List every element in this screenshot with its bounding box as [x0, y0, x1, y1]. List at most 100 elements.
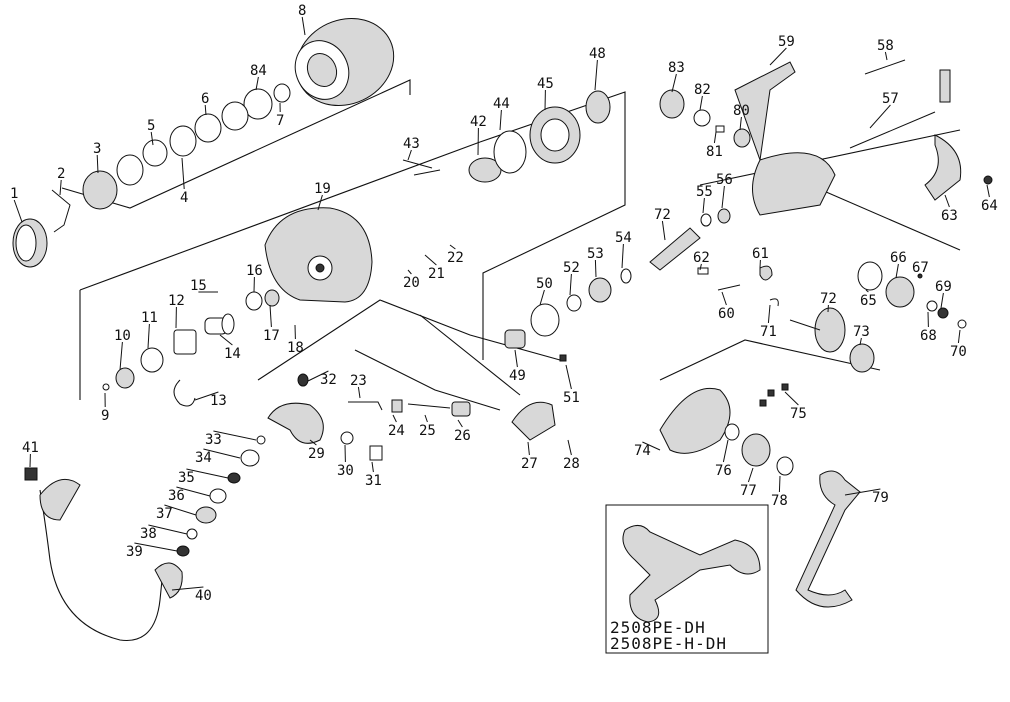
- leader-line-p21: [424, 254, 437, 266]
- part-number-label-p61: 61: [752, 246, 769, 262]
- leader-line-p13: [194, 391, 219, 401]
- part-66: [885, 276, 915, 308]
- part-number-label-p4: 4: [180, 190, 188, 206]
- part-49: [504, 329, 526, 349]
- part-number-label-p51: 51: [563, 390, 580, 406]
- leader-line-p48: [594, 59, 598, 91]
- leader-line-p8: [301, 16, 306, 36]
- leader-line-p60: [721, 291, 727, 306]
- leader-line-p79: [844, 488, 881, 496]
- inset-model-line-2: 2508PE-H-DH: [610, 634, 727, 653]
- part-number-label-p57: 57: [882, 91, 899, 107]
- part-61: [759, 265, 773, 281]
- leader-line-p39: [134, 542, 178, 552]
- shaft-part-57: [849, 111, 936, 149]
- part-number-label-p11: 11: [141, 310, 158, 326]
- part-53: [588, 277, 612, 303]
- leader-line-p78: [778, 475, 781, 493]
- screws-part-75: [767, 389, 775, 397]
- screw-part-43: [402, 159, 433, 169]
- group-outlines: [61, 79, 961, 411]
- screw-part-41: [24, 467, 38, 481]
- part-number-label-p25: 25: [419, 423, 436, 439]
- leader-line-p80: [739, 116, 742, 131]
- part-number-label-p7: 7: [276, 113, 284, 129]
- leader-line-p59: [769, 47, 787, 66]
- part-number-label-p71: 71: [760, 324, 777, 340]
- part-30: [340, 431, 354, 445]
- part-24: [391, 399, 403, 413]
- leader-line-p35: [186, 468, 229, 479]
- part-number-label-p15: 15: [190, 278, 207, 294]
- part-number-label-p10: 10: [114, 328, 131, 344]
- leader-line-p57: [869, 104, 891, 129]
- pinion-part-72: [649, 227, 701, 271]
- part-number-label-p80: 80: [733, 103, 750, 119]
- leader-lines: [13, 16, 990, 591]
- part-number-label-p34: 34: [195, 450, 212, 466]
- part-number-label-p40: 40: [195, 588, 212, 604]
- leader-line-p5: [150, 131, 154, 146]
- part-number-label-p13: 13: [210, 393, 227, 409]
- part-54: [620, 268, 632, 284]
- part-number-label-p45: 45: [537, 76, 554, 92]
- part-number-label-p18: 18: [287, 340, 304, 356]
- part-62: [697, 267, 709, 275]
- part-number-label-p38: 38: [140, 526, 157, 542]
- leader-line-p1: [13, 199, 23, 223]
- body-part-59: [734, 61, 836, 216]
- leader-line-p69: [940, 292, 944, 309]
- part-number-label-p58: 58: [877, 38, 894, 54]
- part-65: [857, 261, 883, 291]
- leader-line-p28: [567, 439, 572, 456]
- double-handle-part: [622, 525, 761, 623]
- part-number-label-p44: 44: [493, 96, 510, 112]
- part-number-label-p73: 73: [853, 324, 870, 340]
- part-number-label-p63: 63: [941, 208, 958, 224]
- part-26: [451, 401, 471, 417]
- part-number-label-p70: 70: [950, 344, 967, 360]
- leader-line-p4: [181, 157, 185, 190]
- part-number-label-p41: 41: [22, 440, 39, 456]
- part-31: [369, 445, 383, 461]
- part-9: [102, 383, 110, 391]
- bail-assembly: [24, 373, 556, 642]
- part-6: [194, 113, 222, 143]
- part-5: [142, 139, 168, 167]
- leader-line-p56: [721, 185, 725, 209]
- part-number-label-p3: 3: [93, 141, 101, 157]
- part-69: [937, 307, 949, 319]
- part-number-label-p75: 75: [790, 406, 807, 422]
- part-4: [169, 125, 197, 157]
- part-10: [115, 367, 135, 389]
- part-number-label-p42: 42: [470, 114, 487, 130]
- part-number-label-p37: 37: [156, 506, 173, 522]
- part-58-block: [939, 69, 951, 103]
- handle-part-79: [795, 470, 861, 608]
- leader-line-p70: [957, 329, 961, 344]
- leader-line-p37: [164, 504, 197, 516]
- part-52: [566, 294, 582, 312]
- part-16: [245, 291, 263, 311]
- part-number-label-p62: 62: [693, 250, 710, 266]
- part-number-label-p54: 54: [615, 230, 632, 246]
- part-39: [176, 545, 190, 557]
- leader-line-p11: [147, 323, 150, 349]
- bail-arm-part-29: [267, 402, 324, 444]
- part-number-label-p26: 26: [454, 428, 471, 444]
- leader-line-p64: [986, 184, 990, 198]
- part-84: [243, 88, 273, 120]
- leader-line-p72a: [661, 220, 666, 241]
- part-number-label-p23: 23: [350, 373, 367, 389]
- part-number-label-p65: 65: [860, 293, 877, 309]
- leader-line-p51: [565, 364, 572, 390]
- leader-line-p22: [449, 244, 456, 250]
- part-60: [717, 284, 741, 291]
- part-12: [173, 329, 197, 355]
- part-58: [864, 59, 906, 75]
- part-number-label-p20: 20: [403, 275, 420, 291]
- leader-line-p26: [457, 419, 463, 428]
- leader-line-p54: [621, 243, 624, 269]
- part-48: [585, 90, 611, 124]
- part-number-label-p52: 52: [563, 260, 580, 276]
